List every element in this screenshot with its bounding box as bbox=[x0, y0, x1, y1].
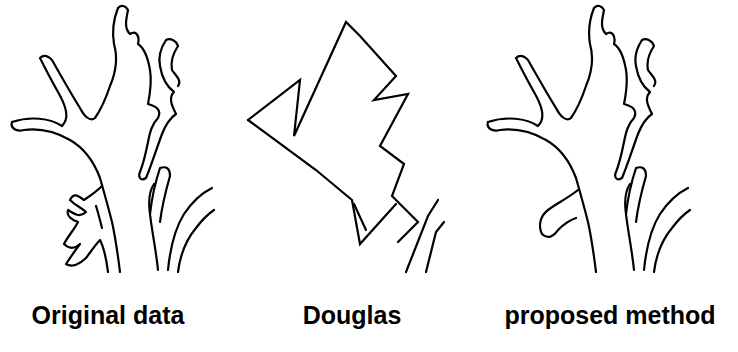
figure-label: Original data bbox=[32, 302, 185, 330]
figure-label: Douglas bbox=[303, 302, 402, 330]
douglas-outline bbox=[248, 22, 444, 272]
proposed-outline bbox=[488, 6, 690, 272]
original-outline bbox=[12, 6, 214, 272]
figure-label: proposed method bbox=[504, 302, 715, 330]
